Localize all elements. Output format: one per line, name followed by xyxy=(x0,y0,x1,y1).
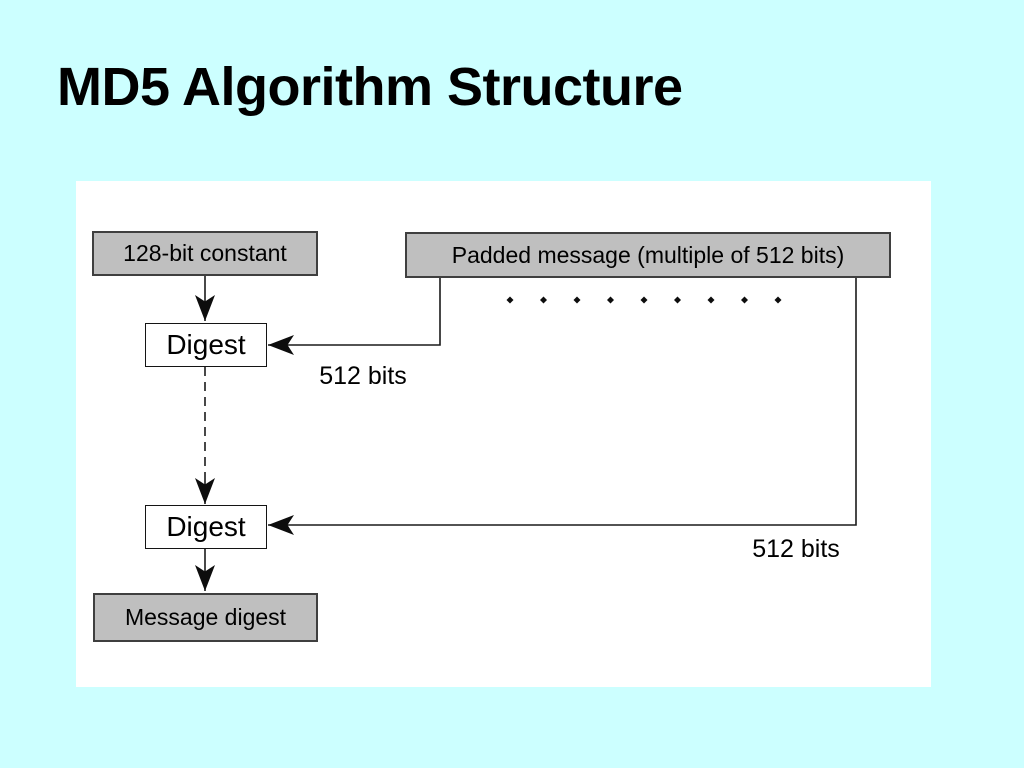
edge-label-512-bits-lower: 512 bits xyxy=(752,535,840,563)
box-digest-2-label: Digest xyxy=(166,511,246,542)
box-128-bit-constant-label: 128-bit constant xyxy=(123,240,287,266)
ellipsis-dot xyxy=(707,296,715,304)
ellipsis-dot xyxy=(640,296,648,304)
ellipsis-dot xyxy=(506,296,514,304)
box-padded-message: Padded message (multiple of 512 bits) xyxy=(405,232,891,278)
box-128-bit-constant: 128-bit constant xyxy=(92,231,318,276)
arrow-padded-to-digest2 xyxy=(268,278,857,535)
box-message-digest: Message digest xyxy=(93,593,318,642)
edge-label-512-bits-upper: 512 bits xyxy=(319,362,407,390)
ellipsis-dot xyxy=(774,296,782,304)
box-padded-message-label: Padded message (multiple of 512 bits) xyxy=(451,241,845,268)
ellipsis-dot xyxy=(741,296,748,304)
ellipsis-dot xyxy=(540,296,547,304)
slide-title: MD5 Algorithm Structure xyxy=(57,57,683,117)
ellipsis-dot xyxy=(674,296,681,304)
ellipsis-dots xyxy=(506,296,782,304)
box-digest-2: Digest xyxy=(145,505,267,549)
arrow-padded-to-digest1 xyxy=(268,278,441,355)
ellipsis-dot xyxy=(607,296,614,304)
diagram-connectors xyxy=(195,276,857,591)
box-digest-1-label: Digest xyxy=(166,329,246,360)
box-digest-1: Digest xyxy=(145,323,267,367)
diagram-panel: 128-bit constant Padded message (multipl… xyxy=(76,181,931,687)
ellipsis-dot xyxy=(573,296,581,304)
box-message-digest-label: Message digest xyxy=(124,604,287,630)
